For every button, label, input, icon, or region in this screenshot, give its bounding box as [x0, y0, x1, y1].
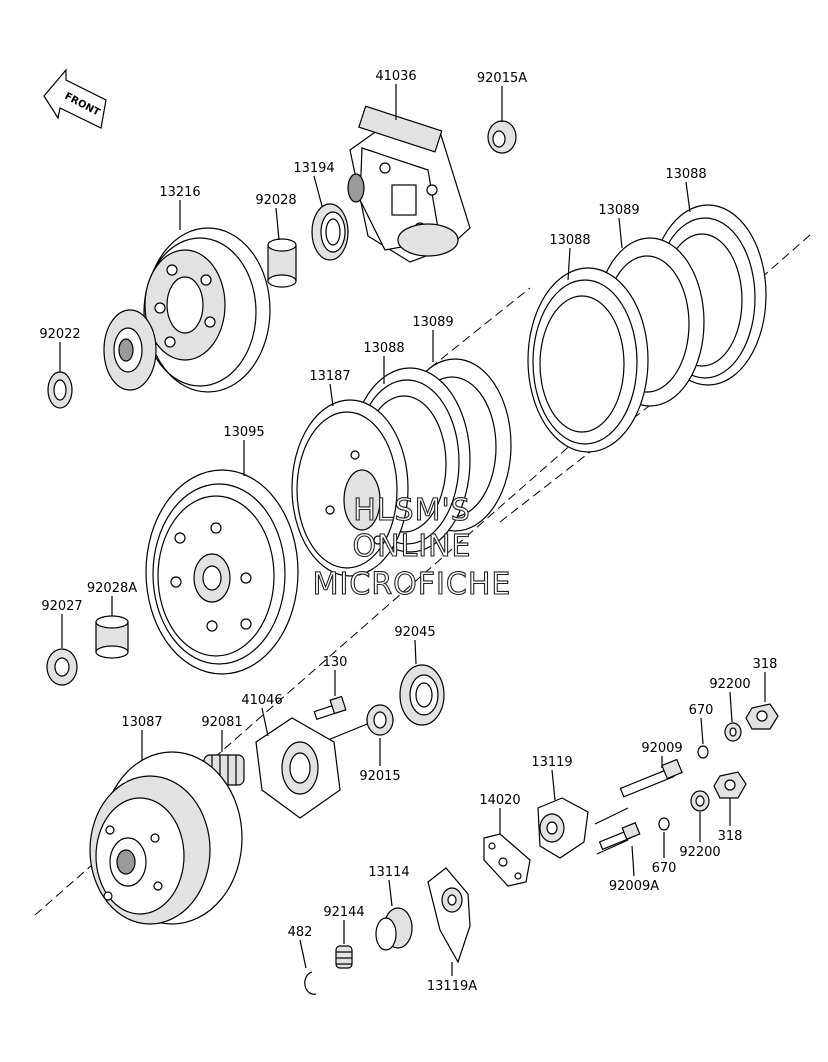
label-92022[interactable]: 92022: [39, 327, 80, 342]
label-13088-low[interactable]: 13088: [363, 341, 404, 356]
part-13216-drum: [143, 227, 271, 393]
label-13095[interactable]: 13095: [223, 425, 264, 440]
part-41036-clutch-shoe: [347, 105, 471, 263]
label-92028[interactable]: 92028: [255, 193, 296, 208]
label-13119[interactable]: 13119: [531, 755, 572, 770]
label-13187[interactable]: 13187: [309, 369, 350, 384]
label-92009[interactable]: 92009: [641, 741, 682, 756]
watermark-line-3: MICROFICHE: [313, 567, 512, 602]
leader-lines: [59, 84, 766, 976]
part-13087-hub: [89, 751, 243, 925]
part-92009-bolt: [619, 758, 683, 798]
part-92200-washer-bottom: [690, 790, 710, 812]
part-482-circlip: [304, 971, 317, 995]
part-92009A-bolt: [598, 822, 641, 851]
part-92045-bearing: [399, 664, 445, 726]
part-92028A-bush: [95, 615, 129, 659]
label-13088-mid[interactable]: 13088: [549, 233, 590, 248]
part-318-nut-top: [745, 703, 779, 730]
label-13089-mid[interactable]: 13089: [412, 315, 453, 330]
label-13089-top[interactable]: 13089: [598, 203, 639, 218]
part-labels: 41036 92015A 13194 92028 13216 13088 130…: [39, 69, 777, 994]
label-92028A[interactable]: 92028A: [87, 581, 137, 596]
label-482[interactable]: 482: [288, 925, 313, 940]
label-92081[interactable]: 92081: [201, 715, 242, 730]
label-318-bottom[interactable]: 318: [718, 829, 743, 844]
label-92200-top[interactable]: 92200: [709, 677, 750, 692]
part-92015A-nut: [487, 120, 517, 154]
label-92015[interactable]: 92015: [359, 769, 400, 784]
label-41036[interactable]: 41036: [375, 69, 416, 84]
part-92028-bush: [267, 238, 297, 288]
part-92144-spring: [335, 945, 353, 969]
label-318-top[interactable]: 318: [753, 657, 778, 672]
part-92027-washer: [46, 648, 78, 686]
label-670-top[interactable]: 670: [689, 703, 714, 718]
part-318-nut-bottom: [713, 771, 747, 799]
label-13194[interactable]: 13194: [293, 161, 334, 176]
part-670-oring-top: [697, 745, 709, 759]
label-92200-bottom[interactable]: 92200: [679, 845, 720, 860]
label-13119A[interactable]: 13119A: [427, 979, 477, 994]
watermark-line-1: HLSM'S: [353, 493, 471, 528]
part-13194-bearing: [311, 203, 349, 261]
part-92015-nut: [366, 704, 394, 736]
label-92015A[interactable]: 92015A: [477, 71, 527, 86]
label-92045[interactable]: 92045: [394, 625, 435, 640]
part-92200-washer-top: [724, 722, 742, 742]
part-13114-bush: [375, 907, 413, 951]
label-13114[interactable]: 13114: [368, 865, 409, 880]
label-130[interactable]: 130: [323, 655, 348, 670]
front-arrow-icon: FRONT: [43, 68, 107, 129]
label-92144[interactable]: 92144: [323, 905, 364, 920]
part-130-bolt: [313, 695, 347, 720]
part-13119A-lever: [427, 867, 471, 964]
label-670-bottom[interactable]: 670: [652, 861, 677, 876]
label-13088-top[interactable]: 13088: [665, 167, 706, 182]
part-14020-plate: [483, 833, 531, 887]
part-13088-friction-plate-mid: [527, 267, 649, 453]
part-92022-washer: [47, 371, 73, 409]
label-14020[interactable]: 14020: [479, 793, 520, 808]
label-92009A[interactable]: 92009A: [609, 879, 659, 894]
part-13216-gear: [103, 309, 157, 391]
part-670-oring-bottom: [658, 817, 670, 831]
part-41046-lifter: [255, 717, 341, 819]
part-13187-pressure-plate: [291, 399, 409, 577]
part-13095-housing: [145, 469, 299, 675]
label-13216[interactable]: 13216: [159, 185, 200, 200]
part-13119-lever: [537, 797, 589, 859]
label-13087[interactable]: 13087: [121, 715, 162, 730]
label-41046[interactable]: 41046: [241, 693, 282, 708]
label-92027[interactable]: 92027: [41, 599, 82, 614]
watermark: HLSM'S ONLINE MICROFICHE: [312, 492, 512, 602]
watermark-line-2: ONLINE: [352, 529, 471, 564]
